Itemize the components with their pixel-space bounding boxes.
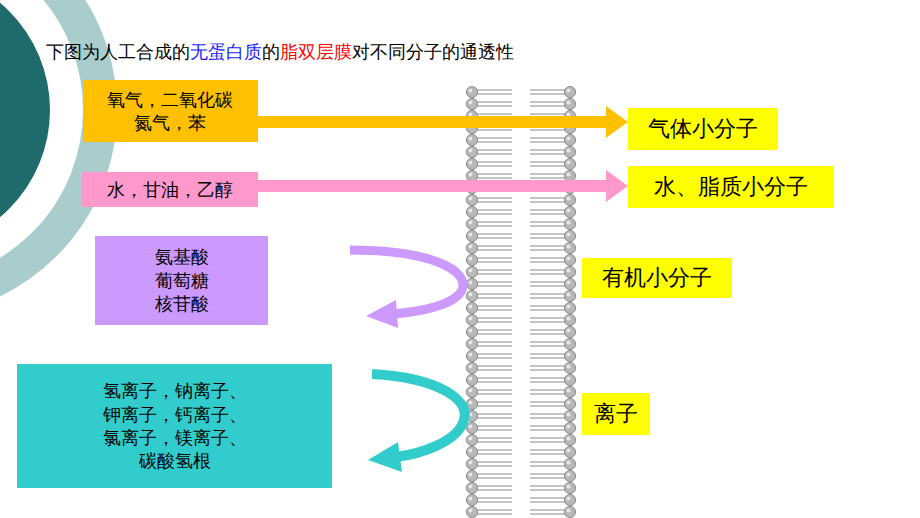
box-text: 氧气，二氧化碳 氮气，苯 xyxy=(105,88,236,135)
lipid-bilayer xyxy=(466,86,576,518)
bounce-arrow xyxy=(350,250,463,314)
molecule-box: 氧气，二氧化碳 氮气，苯 xyxy=(83,80,258,142)
permeation-arrow xyxy=(258,170,628,202)
box-text: 离子 xyxy=(594,400,638,429)
category-label: 水、脂质小分子 xyxy=(628,166,834,208)
molecule-box: 氢离子，钠离子、 钾离子，钙离子、 氯离子，镁离子、 碳酸氢根 xyxy=(17,364,332,488)
category-label: 离子 xyxy=(582,393,650,435)
box-text: 氨基酸 葡萄糖 核苷酸 xyxy=(150,245,213,315)
category-label: 有机小分子 xyxy=(582,258,732,298)
category-label: 气体小分子 xyxy=(628,108,778,150)
molecule-box: 氨基酸 葡萄糖 核苷酸 xyxy=(95,236,268,325)
bounce-arrowhead xyxy=(366,300,398,328)
box-text: 水、脂质小分子 xyxy=(654,173,808,202)
slide-title: 下图为人工合成的无蛋白质的脂双层膜对不同分子的通透性 xyxy=(46,40,514,64)
box-text: 水，甘油，乙醇 xyxy=(107,178,233,201)
box-text: 有机小分子 xyxy=(602,264,712,293)
permeation-arrow xyxy=(258,106,628,138)
box-text: 气体小分子 xyxy=(648,115,758,144)
bounce-arrow xyxy=(372,374,465,457)
deco-circle xyxy=(0,0,50,250)
bounce-arrowhead xyxy=(368,442,402,472)
box-text: 氢离子，钠离子、 钾离子，钙离子、 氯离子，镁离子、 碳酸氢根 xyxy=(99,379,250,473)
molecule-box: 水，甘油，乙醇 xyxy=(82,172,258,207)
